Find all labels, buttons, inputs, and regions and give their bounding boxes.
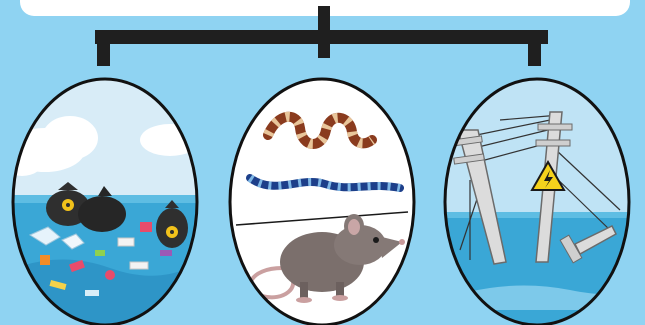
panel-ocean-pollution — [0, 75, 200, 325]
connector-tree — [95, 6, 548, 66]
panel-flood-animals — [230, 79, 414, 325]
connector-right-drop — [528, 30, 541, 66]
connector-left-drop — [97, 30, 110, 66]
panel-flooded-power-lines — [440, 75, 640, 325]
connector-bar — [95, 30, 548, 44]
